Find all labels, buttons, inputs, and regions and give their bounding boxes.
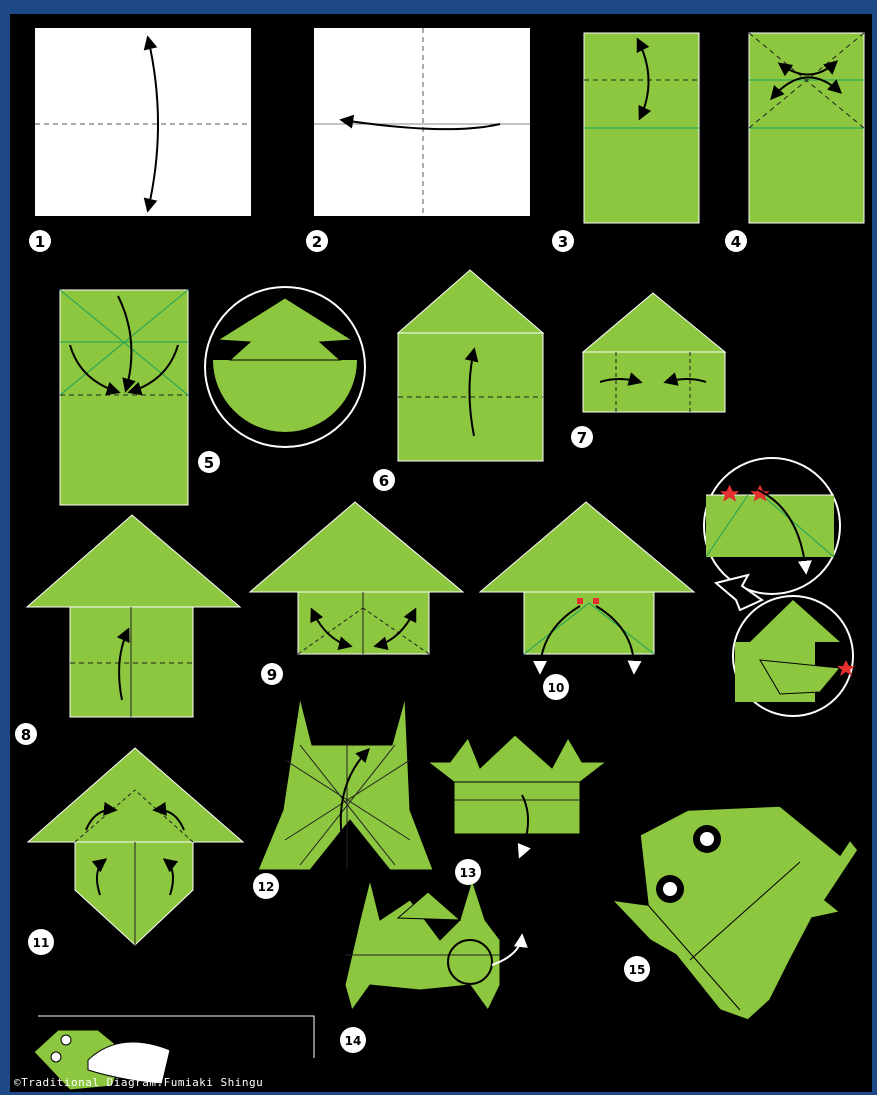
step-4-figure [749,33,864,223]
svg-text:6: 6 [379,472,389,490]
step-number-2: 2 [306,230,328,252]
svg-text:9: 9 [267,666,277,684]
step-10-detail [704,458,855,716]
step-number-9: 9 [261,663,283,685]
step-number-8: 8 [15,723,37,745]
diagram-frame: 1 2 3 4 5 6 7 8 9 10 11 12 13 14 15 [10,14,872,1092]
step-9-figure [250,502,463,654]
svg-text:7: 7 [577,429,587,447]
step-number-1: 1 [29,230,51,252]
step-number-12: 12 [253,873,279,899]
svg-text:5: 5 [204,454,214,472]
svg-text:4: 4 [731,233,741,251]
svg-text:14: 14 [345,1034,362,1048]
step-number-7: 7 [571,426,593,448]
step-11-figure [28,748,243,945]
step-number-14: 14 [340,1027,366,1053]
svg-text:11: 11 [33,936,50,950]
step-number-4: 4 [725,230,747,252]
step-number-6: 6 [373,469,395,491]
step-13-figure [428,735,606,856]
svg-text:15: 15 [629,963,646,977]
step-2-figure [314,28,530,216]
step-7-figure [583,293,725,412]
step-10-figure [480,502,694,672]
step-14-figure [345,880,522,1010]
step-number-5: 5 [198,451,220,473]
step-6-figure [398,270,543,461]
step-number-10: 10 [543,674,569,700]
step-number-15: 15 [624,956,650,982]
step-15-figure [612,806,858,1020]
step-8-figure [27,515,240,717]
svg-text:1: 1 [35,233,45,251]
svg-text:8: 8 [21,726,31,744]
step-1-figure [35,28,251,216]
step-number-11: 11 [28,929,54,955]
svg-text:3: 3 [558,233,568,251]
diagram-credit: ©Traditional Diagram:Fumiaki Shingu [14,1076,263,1089]
step-number-13: 13 [455,859,481,885]
svg-text:10: 10 [548,681,565,695]
svg-text:2: 2 [312,233,322,251]
origami-frog-diagram: 1 2 3 4 5 6 7 8 9 10 11 12 13 14 15 [10,14,872,1092]
step-number-3: 3 [552,230,574,252]
svg-text:13: 13 [460,866,477,880]
svg-text:12: 12 [258,880,275,894]
step-3-figure [584,33,699,223]
step-12-figure [258,698,433,870]
